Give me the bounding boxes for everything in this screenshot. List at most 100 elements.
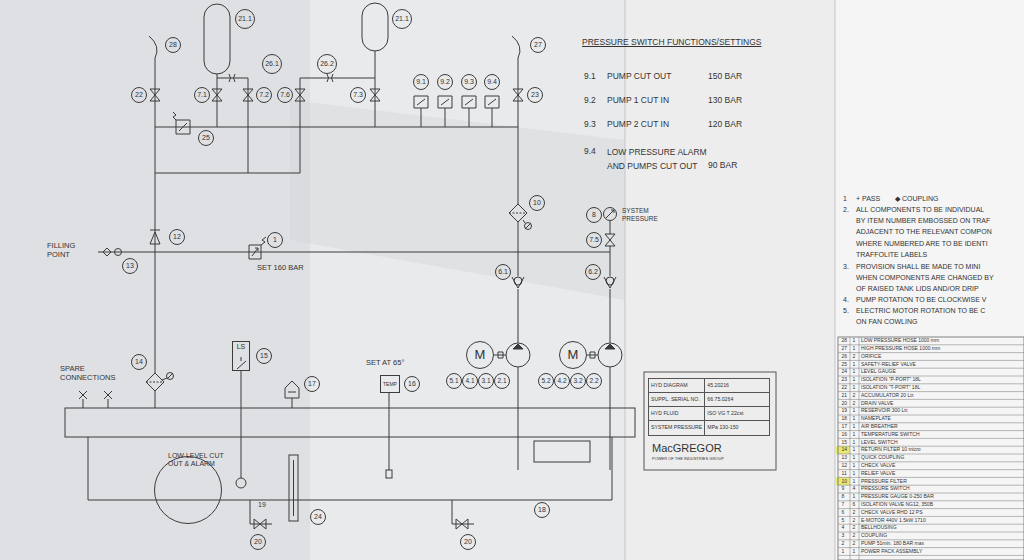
callout-number: 5.2	[538, 373, 554, 389]
node-label: 15	[260, 352, 268, 360]
note-text: 5.	[843, 307, 849, 315]
node-label: 9.3	[464, 78, 474, 86]
table-cell: 28	[842, 338, 848, 344]
float-symbol	[236, 478, 246, 488]
table-cell: 6	[853, 502, 856, 508]
node-label: 8	[592, 211, 596, 219]
table-cell: 1	[853, 369, 856, 375]
callout-number: 10	[529, 195, 545, 211]
node-label: 6.1	[498, 268, 508, 276]
nameplate-cell: ISO VG T 22cst	[705, 407, 769, 421]
table-cell: 22	[842, 385, 848, 391]
table-cell: PRESSURE FILTER	[861, 479, 907, 485]
filter-indicator	[162, 220, 531, 380]
reservoir-tank: LOW LEVEL CUT OUT & ALARM19	[65, 408, 635, 500]
node-label: 1	[273, 236, 277, 244]
callout-number: 25	[198, 130, 214, 146]
table-cell: RETURN FILTER 10 micro	[861, 447, 921, 453]
callout-number: 28	[165, 37, 181, 53]
shadow	[290, 100, 625, 300]
note-text: OF RAISED TANK LIDS AND/OR DRIP	[856, 285, 979, 293]
table-cell: POWER PACK ASSEMBLY	[861, 549, 922, 555]
note-text: PUMP ROTATION TO BE CLOCKWISE V	[856, 296, 986, 304]
table-cell: 1	[853, 440, 856, 446]
level-switch-symbol	[237, 357, 246, 369]
callout-number: 14	[131, 354, 147, 370]
node-label: 21.1	[395, 15, 409, 23]
nameplate-cell: 66.75.0264	[705, 393, 769, 407]
pressure-switch-symbol	[414, 96, 499, 108]
table-cell: 7	[842, 502, 845, 508]
table-cell: 16	[842, 432, 848, 438]
table-cell: 1	[853, 424, 856, 430]
table-cell: 1	[853, 447, 856, 453]
callout-number: 22	[131, 87, 147, 103]
node-label: 7.3	[353, 91, 363, 99]
node-label: 7.1	[197, 91, 207, 99]
table-cell: ORIFICE	[861, 354, 881, 360]
table-cell: AIR BREATHER	[861, 424, 898, 430]
table-cell: 23	[842, 377, 848, 383]
node-label: LS	[237, 343, 246, 351]
table-cell: 2	[853, 541, 856, 547]
callout-number: 26.2	[317, 54, 337, 74]
table-cell: RESERVOIR 300 Ltr.	[861, 408, 908, 414]
nameplate-cell: SUPPL. SERIAL NO.	[649, 393, 705, 407]
table-cell: 2	[853, 510, 856, 516]
note-text: BY ITEM NUMBER EMBOSSED ON TRAF	[856, 217, 990, 225]
table-cell: DRAIN VALVE	[861, 401, 893, 407]
table-cell: LEVEL GAUGE	[861, 369, 896, 375]
callout-number: 20	[250, 534, 266, 550]
table-cell: 26	[842, 354, 848, 360]
isolation-valve-symbol	[150, 89, 615, 246]
annotation-text: SPARE CONNECTIONS	[60, 364, 122, 382]
table-cell: ISOLATION "T-PORT" 18L	[861, 385, 920, 391]
callout-number: 21.1	[392, 9, 412, 29]
check-valve-symbol	[150, 230, 160, 244]
callout-number: 3.2	[570, 373, 586, 389]
annotation-text: 150 BAR	[708, 71, 742, 81]
pressure-gauge-symbol	[604, 208, 617, 221]
table-cell: 21	[842, 393, 848, 399]
callout-number: 1	[267, 232, 283, 248]
filter-element	[146, 213, 527, 382]
note-text: ELECTRIC MOTOR ROTATION TO BE C	[856, 307, 985, 315]
node-label: 24	[314, 513, 322, 521]
node-label: 26.1	[265, 60, 279, 68]
node-label: 10	[533, 199, 541, 207]
node-label: 9.1	[416, 78, 426, 86]
tank-lid	[65, 408, 635, 437]
callout-number: 7.3	[350, 87, 366, 103]
temperature-bulb	[386, 470, 392, 478]
annotation-text: SET AT 65°	[366, 358, 404, 367]
table-cell: 1	[853, 377, 856, 383]
node-label: TEMP	[383, 382, 397, 388]
air-breather-symbol	[285, 381, 299, 398]
node-label: 18	[538, 506, 546, 514]
table-cell: COUPLING	[861, 533, 887, 539]
node-label: 7.6	[280, 91, 290, 99]
note-text: ALL COMPONENTS TO BE INDIVIDUAL	[856, 206, 984, 214]
table-cell: 2	[853, 393, 856, 399]
note-text: 4.	[843, 296, 849, 304]
callout-number: 15	[256, 348, 272, 364]
callout-number: 19	[154, 456, 222, 524]
note-text: 1	[843, 195, 847, 203]
table-cell: 1	[853, 479, 856, 485]
node-label: 25	[202, 134, 210, 142]
callout-number: 23	[527, 87, 543, 103]
table-cell: 1	[853, 362, 856, 368]
table-cell: 15	[842, 440, 848, 446]
callout-number: 8	[586, 207, 602, 223]
callout-number: 12	[169, 229, 185, 245]
shaft-coupling	[498, 352, 595, 358]
table-cell: 2	[853, 401, 856, 407]
orifice-symbol	[229, 74, 333, 82]
callout-number: 5.1	[446, 373, 462, 389]
table-cell: PRESSURE SWITCH	[861, 486, 910, 492]
callout-number: 7.2	[256, 87, 272, 103]
callout-number: 24	[310, 509, 326, 525]
relief-valve-symbol	[173, 112, 190, 134]
note-text: 2.	[843, 206, 849, 214]
